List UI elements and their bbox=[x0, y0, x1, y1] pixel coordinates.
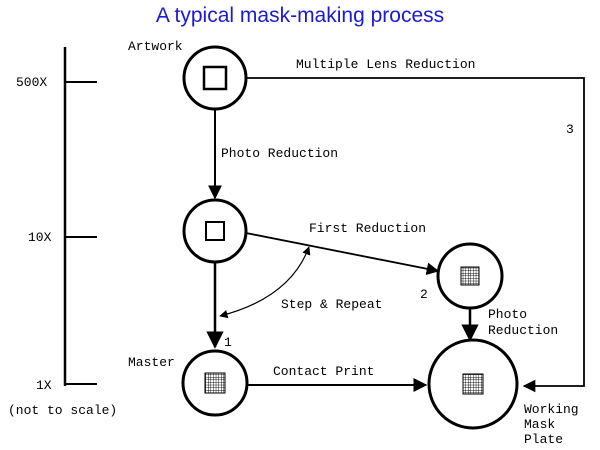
working-mask-grid-icon bbox=[462, 373, 484, 395]
first-reduction-label: First Reduction bbox=[309, 221, 426, 236]
working-mask-label-line1: Working bbox=[524, 402, 579, 417]
step-repeat-arc bbox=[219, 246, 311, 319]
step-label-2: 2 bbox=[420, 287, 428, 302]
photo-node-grid-icon bbox=[460, 266, 480, 286]
first-reduction-square-icon bbox=[205, 221, 225, 241]
scale-note: (not to scale) bbox=[8, 403, 117, 418]
step-repeat-label: Step & Repeat bbox=[281, 297, 382, 312]
step-label-3: 3 bbox=[566, 122, 574, 137]
master-grid-icon bbox=[204, 372, 226, 394]
scale-label-500x: 500X bbox=[16, 75, 47, 90]
diagram-title: A typical mask-making process bbox=[155, 4, 445, 27]
step-label-1: 1 bbox=[224, 335, 232, 350]
photo-reduction2-label-line2: Reduction bbox=[488, 323, 558, 338]
scale-label-1x: 1X bbox=[36, 378, 52, 393]
working-mask-label-line2: Mask bbox=[524, 417, 555, 432]
multiple-lens-label: Multiple Lens Reduction bbox=[296, 57, 475, 72]
scale-label-10x: 10X bbox=[28, 230, 52, 245]
photo-reduction-label: Photo Reduction bbox=[221, 146, 338, 161]
first-reduction-node bbox=[182, 198, 248, 264]
contact-print-label: Contact Print bbox=[273, 364, 374, 379]
multiple-lens-line bbox=[246, 77, 585, 393]
artwork-node bbox=[182, 45, 248, 111]
artwork-square-icon bbox=[202, 65, 228, 91]
first-reduction-arrow bbox=[245, 232, 440, 275]
working-mask-label-line3: Plate bbox=[524, 432, 563, 447]
master-label: Master bbox=[128, 355, 175, 370]
artwork-label: Artwork bbox=[128, 39, 183, 54]
photo-reduction2-label-line1: Photo bbox=[488, 307, 527, 322]
